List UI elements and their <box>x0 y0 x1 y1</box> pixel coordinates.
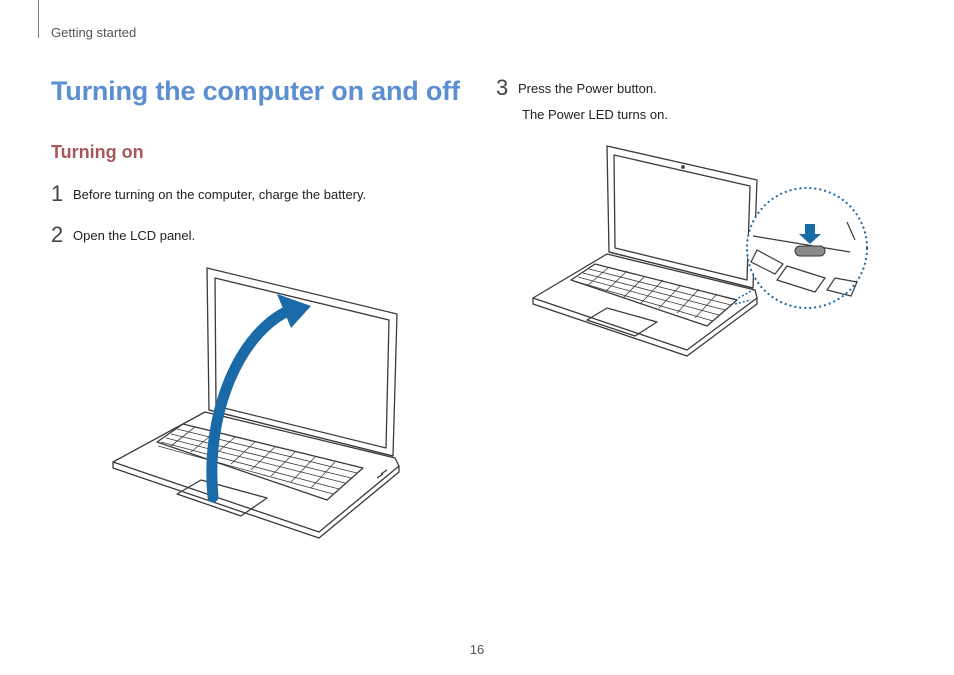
step-text: Open the LCD panel. <box>73 228 196 243</box>
step-1: 1 Before turning on the computer, charge… <box>51 183 366 205</box>
page-title: Turning the computer on and off <box>51 76 460 106</box>
section-heading: Turning on <box>51 142 144 162</box>
margin-rule <box>38 0 39 38</box>
step-text: Before turning on the computer, charge t… <box>73 187 367 202</box>
step-3-result: The Power LED turns on. <box>522 107 668 122</box>
step-2: 2 Open the LCD panel. <box>51 224 195 246</box>
open-arrow <box>206 304 296 503</box>
step-number: 3 <box>496 75 509 100</box>
laptop-power-illustration <box>532 145 868 357</box>
press-arrow-icon <box>799 224 821 244</box>
arrow-head-icon <box>277 294 311 328</box>
step-number: 2 <box>51 222 64 247</box>
running-header: Getting started <box>51 25 137 40</box>
step-text: Press the Power button. <box>518 81 657 96</box>
step-3: 3 Press the Power button. <box>496 77 657 99</box>
power-button <box>794 245 826 257</box>
laptop-opening-illustration <box>112 267 400 539</box>
page-number: 16 <box>469 642 485 657</box>
step-number: 1 <box>51 181 64 206</box>
